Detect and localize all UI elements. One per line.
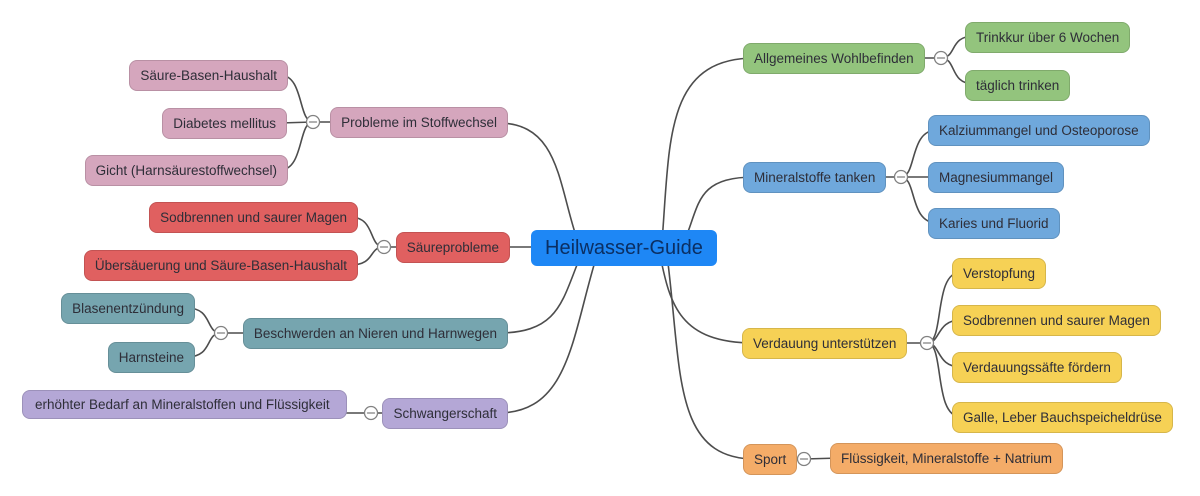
branch-node-allgemeines-wohlbefinden[interactable]: Allgemeines Wohlbefinden: [743, 43, 925, 74]
child-node-kalziummangel-und-osteoporose[interactable]: Kalziummangel und Osteoporose: [928, 115, 1150, 146]
branch-node-saeureprobleme[interactable]: Säureprobleme: [395, 232, 510, 263]
connector-center-verdauung: [659, 254, 755, 344]
connector-center-nieren: [497, 254, 582, 334]
child-node-magnesiummangel[interactable]: Magnesiummangel: [928, 162, 1065, 193]
child-node-karies-und-fluorid[interactable]: Karies und Fluorid: [928, 208, 1060, 239]
connector-center-schwangerschaft: [497, 254, 598, 414]
collapse-toggle-wohlbefinden[interactable]: [933, 50, 949, 66]
center-node-heilwasser-guide[interactable]: Heilwasser-Guide: [531, 230, 717, 266]
collapse-toggle-saeureprobleme[interactable]: [376, 239, 392, 255]
child-node-galle-leber-bauchspeicheldruese[interactable]: Galle, Leber Bauchspeicheldrüse: [952, 402, 1173, 433]
child-node-taeglich-trinken[interactable]: täglich trinken: [965, 70, 1071, 101]
branch-node-verdauung-unterstuetzen[interactable]: Verdauung unterstützen: [742, 328, 908, 359]
connector-center-wohlbefinden: [661, 57, 756, 243]
branch-node-schwangerschaft[interactable]: Schwangerschaft: [382, 398, 508, 429]
child-node-harnsteine[interactable]: Harnsteine: [107, 342, 195, 373]
child-node-sodbrennen-und-saurer-magen[interactable]: Sodbrennen und saurer Magen: [149, 202, 358, 233]
child-node-uebersaeuerung-saeure-basen-haushalt[interactable]: Übersäuerung und Säure-Basen-Haushalt: [83, 250, 358, 281]
child-node-gicht-harnsaeurestoffwechsel[interactable]: Gicht (Harnsäurestoffwechsel): [84, 155, 288, 186]
child-node-diabetes-mellitus[interactable]: Diabetes mellitus: [162, 108, 287, 139]
child-node-fluessigkeit-mineralstoffe-natrium[interactable]: Flüssigkeit, Mineralstoffe + Natrium: [830, 443, 1063, 474]
child-node-trinkkur-ueber-6-wochen[interactable]: Trinkkur über 6 Wochen: [965, 22, 1131, 53]
collapse-toggle-nieren[interactable]: [213, 325, 229, 341]
collapse-toggle-stoffwechsel[interactable]: [305, 114, 321, 130]
connector-center-sport: [666, 254, 756, 460]
branch-node-probleme-im-stoffwechsel[interactable]: Probleme im Stoffwechsel: [330, 107, 508, 138]
child-node-verstopfung[interactable]: Verstopfung: [952, 258, 1047, 289]
branch-node-mineralstoffe-tanken[interactable]: Mineralstoffe tanken: [743, 162, 887, 193]
child-node-verdauungssaefte-foerdern[interactable]: Verdauungssäfte fördern: [952, 352, 1122, 383]
collapse-toggle-verdauung[interactable]: [919, 335, 935, 351]
branch-node-beschwerden-nieren-harnwege[interactable]: Beschwerden an Nieren und Harnwegen: [242, 318, 508, 349]
child-node-sodbrennen-und-saurer-magen-2[interactable]: Sodbrennen und saurer Magen: [952, 305, 1161, 336]
branch-node-sport[interactable]: Sport: [743, 444, 798, 475]
child-node-blasenentzuendung[interactable]: Blasenentzündung: [61, 293, 195, 324]
collapse-toggle-schwangerschaft[interactable]: [363, 405, 379, 421]
child-node-saeure-basen-haushalt[interactable]: Säure-Basen-Haushalt: [129, 60, 288, 91]
collapse-toggle-mineralstoffe[interactable]: [893, 169, 909, 185]
connector-center-stoffwechsel: [497, 122, 579, 243]
child-node-erhoehter-bedarf-mineralstoffe-fluessigkeit[interactable]: erhöhter Bedarf an Mineralstoffen und Fl…: [22, 390, 347, 419]
collapse-toggle-sport[interactable]: [796, 451, 812, 467]
